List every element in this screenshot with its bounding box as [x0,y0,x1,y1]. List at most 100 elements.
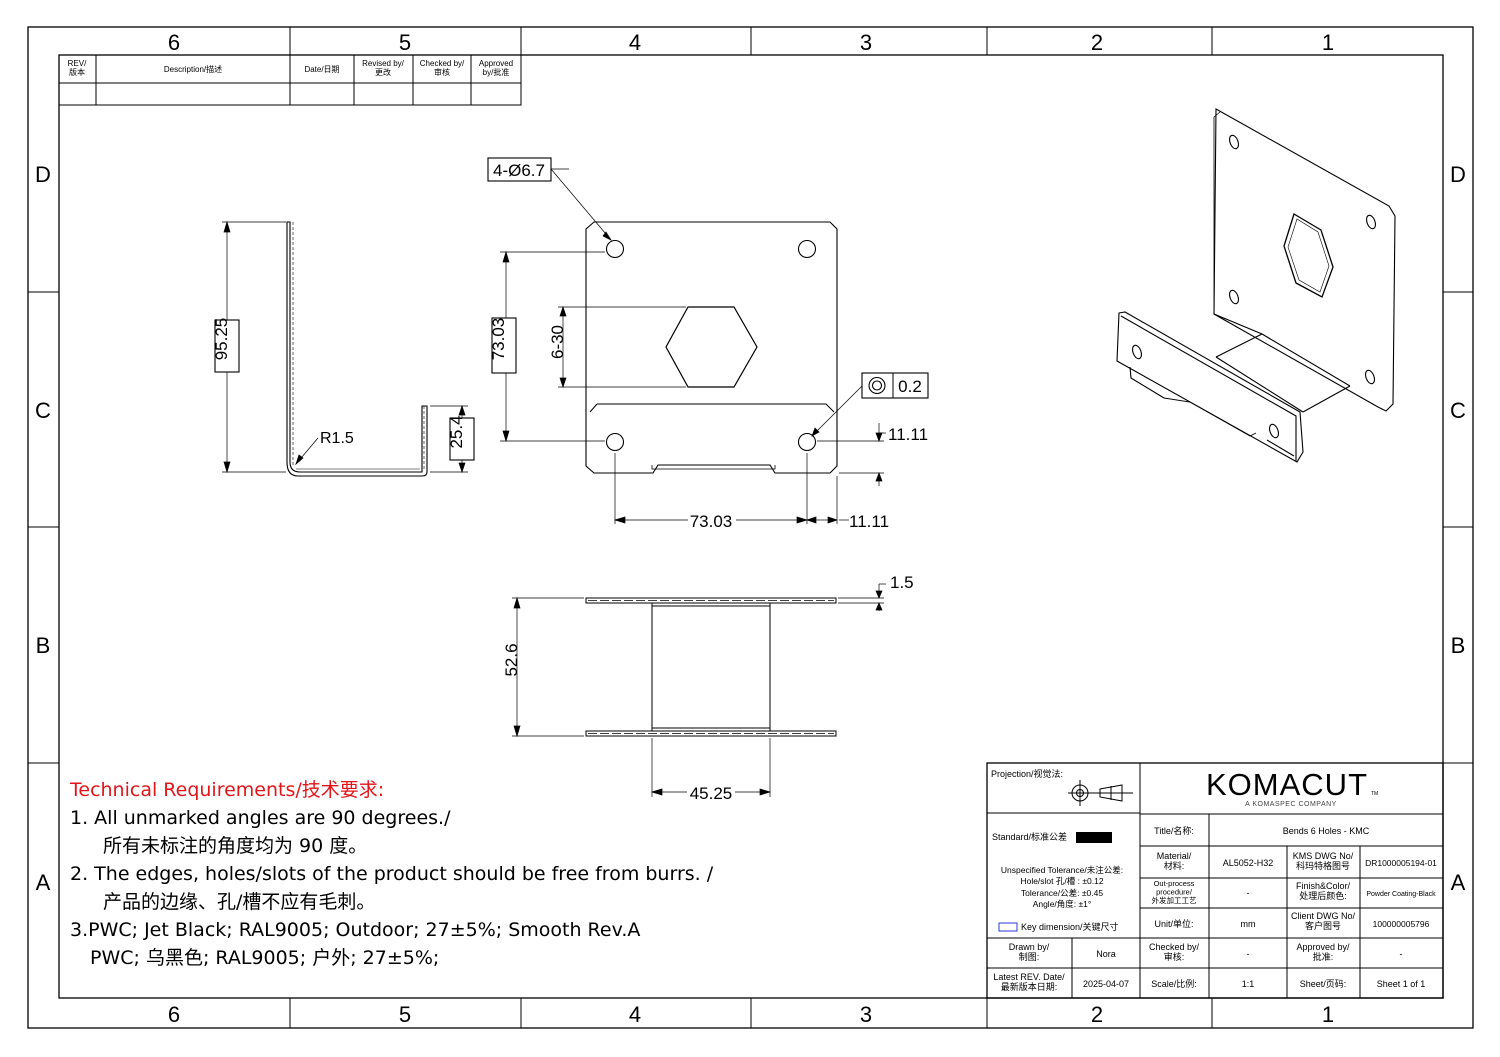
finish-value: Powder Coating-Black [1366,891,1436,898]
zone-row-label: A [1451,870,1466,895]
logo-trademark: TM [1371,791,1378,797]
flange-dimension: 25.4 [447,415,466,448]
side-view: 95.25 25.4 R1.5 [212,220,475,477]
requirement-line: 所有未标注的角度均为 90 度。 [103,835,368,857]
standard-redacted-block [1076,832,1112,843]
checked-by-value: - [1247,949,1250,959]
zone-col-label: 5 [399,1002,411,1027]
client-dwg-value: 100000005796 [1373,919,1430,929]
requirements-heading: Technical Requirements/技术要求: [70,779,385,801]
key-dimension-icon [998,922,1018,932]
zone-row-label: D [1450,162,1466,187]
kms-dwg-label: KMS DWG No/科玛特格图号 [1293,851,1354,871]
thickness-dimension: 1.5 [890,573,914,592]
mounting-hole [605,432,625,452]
kms-dwg-value: DR1000005194-01 [1365,858,1437,868]
isometric-view [1116,108,1396,463]
zone-row-label: A [36,870,51,895]
outprocess-value: - [1247,888,1250,898]
zone-col-label: 3 [860,30,872,55]
zone-row-label: C [35,398,51,423]
hex-size-dimension: 6-30 [548,325,567,359]
web-width-dimension: 45.25 [690,784,733,803]
requirement-line: PWC; 乌黑色; RAL9005; 户外; 27±5%; [90,947,440,969]
zone-col-label: 1 [1322,1002,1334,1027]
tolerance-line: Unspecified Tolerance/未注公差: [1001,865,1123,875]
bend-radius-dimension: R1.5 [320,430,354,447]
drawn-by-label: Drawn by/制图: [1009,942,1050,962]
tolerance-line: Tolerance/公差: ±0.45 [1021,888,1103,898]
revised-by-header: Revised by/更改 [362,59,405,77]
sheet-value: Sheet 1 of 1 [1377,979,1426,989]
mounting-hole [797,432,817,452]
company-logo: KOMACUT [1206,767,1368,802]
requirement-line: 产品的边缘、孔/槽不应有毛刺。 [103,891,376,913]
zone-col-label: 4 [629,30,641,55]
unit-label: Unit/单位: [1154,918,1193,929]
standard-label: Standard/标准公差 [992,831,1067,842]
revision-table: REV/版本 Description/描述 Date/日期 Revised by… [58,54,522,106]
title-value: Bends 6 Holes - KMC [1283,826,1370,836]
drawn-by-value: Nora [1096,949,1116,959]
scale-label: Scale/比例: [1151,978,1197,989]
iso-hex-cutout [1283,213,1334,298]
hole-edge-vertical: 11.11 [888,425,928,444]
date-header: Date/日期 [304,65,339,74]
finish-label: Finish&Color/处理后颜色: [1296,881,1351,901]
iso-back-plate [1213,108,1396,412]
zone-col-label: 6 [168,30,180,55]
zone-col-label: 5 [399,30,411,55]
drawing-frame [27,26,1474,1029]
approved-by-label: Approved by/批准: [1296,942,1350,962]
unit-value: mm [1241,919,1256,929]
tolerance-line: Hole/slot 孔/槽 : ±0.12 [1020,876,1103,886]
hole-callout: 4-Ø6.7 [493,161,545,180]
zone-col-label: 1 [1322,30,1334,55]
projection-label: Projection/视觉法: [991,768,1063,779]
zone-row-label: B [1451,633,1466,658]
concentricity-tolerance: 0.2 [898,377,922,396]
zone-col-label: 3 [860,1002,872,1027]
requirement-line: 1. All unmarked angles are 90 degrees./ [70,807,451,829]
company-tagline: A KOMASPEC COMPANY [1245,801,1337,808]
front-plate-outline [585,221,838,474]
zone-col-label: 6 [168,1002,180,1027]
rev-header: REV/版本 [68,59,87,77]
title-block: Projection/视觉法: KOMACUT TM A KOMASPEC CO… [986,762,1444,999]
approved-by-value: - [1400,949,1403,959]
requirement-line: 3.PWC; Jet Black; RAL9005; Outdoor; 27±5… [70,919,641,941]
zone-row-label: D [35,162,51,187]
zone-col-label: 4 [629,1002,641,1027]
zone-row-label: C [1450,398,1466,423]
material-value: AL5052-H32 [1223,858,1274,868]
bracket-profile [286,221,428,477]
latest-rev-label: Latest REV. Date/最新版本日期: [993,972,1065,992]
zone-labels: 6 5 4 3 2 1 6 5 4 3 2 1 D C B A D C B A [35,30,1466,1027]
top-view: 1.5 52.6 45.25 [502,573,914,803]
mounting-hole [605,239,625,259]
requirement-line: 2. The edges, holes/slots of the product… [70,863,714,885]
checked-by-header: Checked by/审核 [420,59,465,77]
description-header: Description/描述 [164,64,222,74]
vertical-hole-spacing: 73.03 [489,318,508,361]
hex-cutout [665,306,758,388]
title-label: Title/名称: [1154,825,1194,836]
zone-row-label: B [36,633,51,658]
projection-symbol-icon [1068,780,1133,806]
technical-requirements: Technical Requirements/技术要求: 1. All unma… [70,776,830,972]
scale-value: 1:1 [1242,979,1255,989]
latest-rev-value: 2025-04-07 [1083,979,1129,989]
key-dimension-label: Key dimension/关键尺寸 [1021,921,1119,932]
sheet-label: Sheet/页码: [1300,979,1347,989]
zone-col-label: 2 [1091,1002,1103,1027]
hole-edge-horizontal: 11.11 [849,512,889,531]
front-view: 4-Ø6.7 73.03 6-30 0.2 11.11 73.03 11.11 [487,157,929,531]
height-dimension: 95.25 [212,318,231,361]
checked-by-label: Checked by/审核: [1149,942,1200,962]
concentricity-icon [868,376,886,395]
horizontal-hole-spacing: 73.03 [690,512,733,531]
depth-dimension: 52.6 [502,643,521,676]
